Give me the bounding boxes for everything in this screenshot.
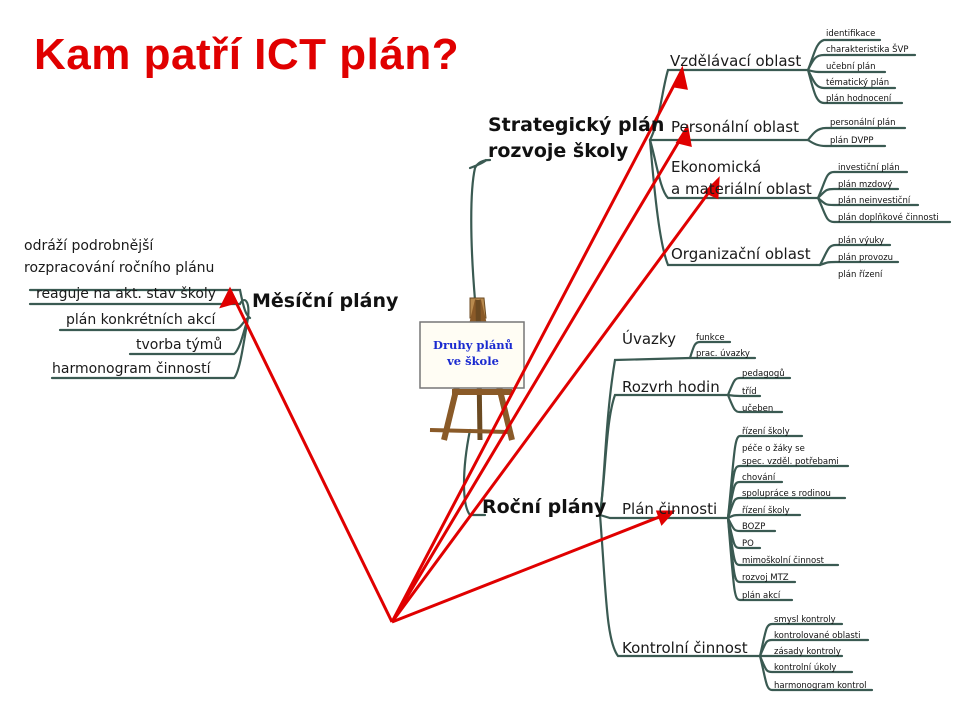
strategic-plan-label-line1: Strategický plán — [488, 114, 665, 136]
monthly-note: rozpracování ročního plánu — [24, 260, 215, 276]
easel-icon — [419, 297, 525, 441]
annual-item: smysl kontroly — [774, 615, 836, 625]
annual-plans-label: Roční plány — [482, 496, 607, 518]
page-title: Kam patří ICT plán? — [34, 30, 460, 79]
annual-item: učeben — [742, 404, 774, 414]
area-vzdelavaci: Vzdělávací oblast — [670, 52, 802, 70]
area-item: plán doplňkové činnosti — [838, 213, 939, 223]
annual-item: řízení školy — [742, 427, 790, 437]
annual-item: funkce — [696, 333, 725, 343]
area-item: identifikace — [826, 29, 876, 39]
annual-item: rozvoj MTZ — [742, 573, 789, 583]
area-item: plán řízení — [838, 270, 883, 280]
area-item: plán DVPP — [830, 136, 874, 146]
area-ekonomicka-line2: a materiální oblast — [671, 180, 812, 198]
annual-item: mimoškolní činnost — [742, 556, 824, 566]
area-item: charakteristika ŠVP — [826, 45, 909, 55]
monthly-note: odráží podrobnější — [24, 238, 154, 254]
area-item: plán mzdový — [838, 180, 893, 190]
annual-item: spec. vzděl. potřebami — [742, 457, 839, 467]
area-ekonomicka-line1: Ekonomická — [671, 158, 762, 176]
annual-item: BOZP — [742, 522, 766, 532]
easel-caption: Druhy plánů ve škole — [428, 337, 518, 369]
annual-item: pedagogů — [742, 369, 785, 379]
monthly-item: tvorba týmů — [136, 337, 223, 353]
annual-branch-kontrolni: Kontrolní činnost — [622, 639, 748, 657]
monthly-plans-label: Měsíční plány — [252, 290, 399, 312]
area-item: plán neinvestiční — [838, 196, 911, 206]
annual-item: zásady kontroly — [774, 647, 841, 657]
area-item: plán hodnocení — [826, 94, 892, 104]
easel-caption-line1: Druhy plánů — [432, 338, 514, 352]
easel-caption-line2: ve škole — [447, 354, 499, 368]
annual-item: plán akcí — [742, 591, 781, 601]
annual-item: kontrolované oblasti — [774, 631, 861, 641]
annual-item: prac. úvazky — [696, 349, 750, 359]
annual-item: tříd — [742, 387, 757, 397]
annual-branch-rozvrh: Rozvrh hodin — [622, 378, 720, 396]
annual-item: spolupráce s rodinou — [742, 489, 831, 499]
area-item: investiční plán — [838, 163, 900, 173]
area-item: tématický plán — [826, 78, 890, 88]
monthly-item: harmonogram činností — [52, 361, 211, 377]
area-item: plán výuky — [838, 236, 885, 246]
annual-item: kontrolní úkoly — [774, 663, 837, 673]
area-item: plán provozu — [838, 253, 894, 263]
area-item: personální plán — [830, 118, 896, 128]
area-organizacni: Organizační oblast — [671, 245, 811, 263]
strategic-plan-label-line2: rozvoje školy — [488, 140, 629, 162]
annual-item: chování — [742, 473, 776, 483]
monthly-item: plán konkrétních akcí — [66, 312, 216, 328]
area-personalni: Personální oblast — [671, 118, 799, 136]
annual-item: řízení školy — [742, 506, 790, 516]
annual-item: péče o žáky se — [742, 444, 805, 454]
area-item: učební plán — [826, 62, 876, 72]
monthly-item: reaguje na akt. stav školy — [36, 286, 217, 302]
annual-branch-uvazky: Úvazky — [622, 330, 676, 348]
annual-branch-cinnost: Plán činnosti — [622, 500, 718, 518]
annual-item: harmonogram kontrol — [774, 681, 867, 691]
annual-item: PO — [742, 539, 754, 549]
